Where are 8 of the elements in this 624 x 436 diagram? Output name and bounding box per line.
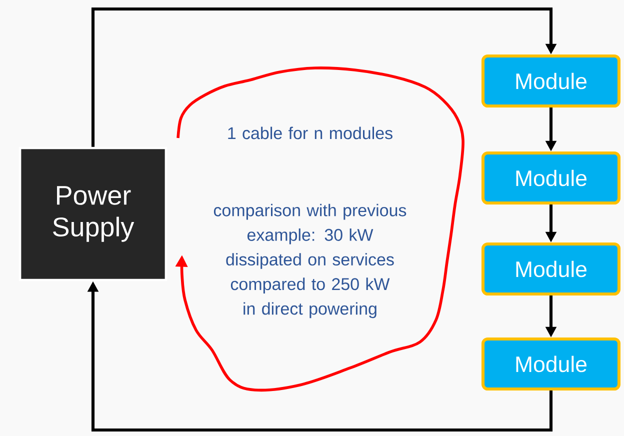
arrow [91,7,557,147]
module-box: Module [481,242,621,296]
module-box: Module [481,337,621,390]
power-supply-box: Power Supply [18,146,168,282]
annotation-text: 1 cable for n modules [228,126,392,140]
annotation-text: comparison with previous example: 30 kW dissipated on services compared to 250 kW in direct powering [214,204,406,318]
module-box: Module [481,54,621,108]
module-box: Module [481,151,621,205]
